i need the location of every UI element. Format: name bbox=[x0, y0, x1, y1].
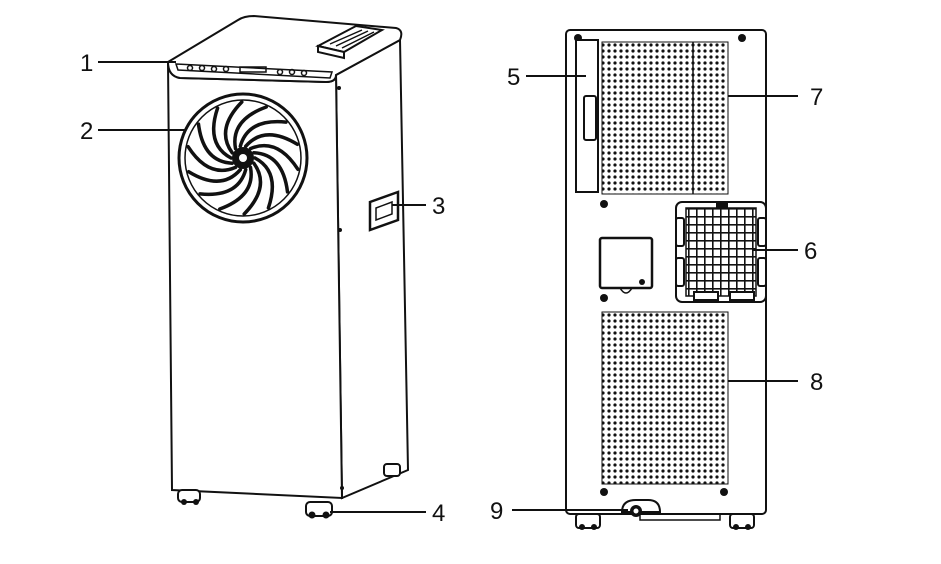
fan-blade bbox=[198, 167, 248, 197]
fan-blade bbox=[196, 122, 234, 165]
control-panel bbox=[174, 63, 334, 79]
fan-blade bbox=[243, 133, 300, 149]
callout-7: 7 bbox=[810, 84, 823, 111]
fan-blade bbox=[233, 105, 268, 151]
front-view bbox=[166, 14, 410, 519]
fan-blade bbox=[223, 100, 244, 155]
fan-blade bbox=[186, 144, 238, 173]
side-handle bbox=[368, 190, 400, 232]
leader-lines bbox=[98, 61, 798, 513]
callout-5: 5 bbox=[507, 64, 520, 91]
fan-blade bbox=[248, 143, 300, 172]
callout-6: 6 bbox=[804, 238, 817, 265]
front-fan bbox=[177, 92, 309, 224]
rear-wheels bbox=[575, 513, 755, 530]
fan-blade bbox=[212, 106, 233, 160]
fan-blade bbox=[252, 151, 290, 194]
fan-blade bbox=[238, 119, 288, 149]
air-filter bbox=[675, 201, 767, 303]
rear-view bbox=[565, 29, 767, 530]
fan-blade bbox=[253, 156, 274, 210]
side-strip-compartment bbox=[575, 39, 599, 193]
fan-blade bbox=[218, 165, 253, 211]
top-vent bbox=[315, 24, 385, 60]
callout-1: 1 bbox=[80, 50, 93, 77]
callout-9: 9 bbox=[490, 498, 503, 525]
rear-cover-panel bbox=[598, 236, 654, 302]
callout-labels: 1 2 3 4 5 6 7 8 9 bbox=[80, 50, 823, 527]
callout-8: 8 bbox=[810, 369, 823, 396]
upper-intake-grille bbox=[601, 41, 729, 195]
fan-blade bbox=[186, 167, 243, 183]
callout-3: 3 bbox=[432, 193, 445, 220]
callout-4: 4 bbox=[432, 500, 445, 527]
drain-outlet bbox=[620, 499, 662, 517]
lower-exhaust-grille bbox=[601, 311, 729, 485]
callout-2: 2 bbox=[80, 118, 93, 145]
front-unit-side-panel bbox=[334, 38, 410, 500]
front-wheels bbox=[177, 463, 401, 519]
fan-blade bbox=[242, 161, 263, 216]
